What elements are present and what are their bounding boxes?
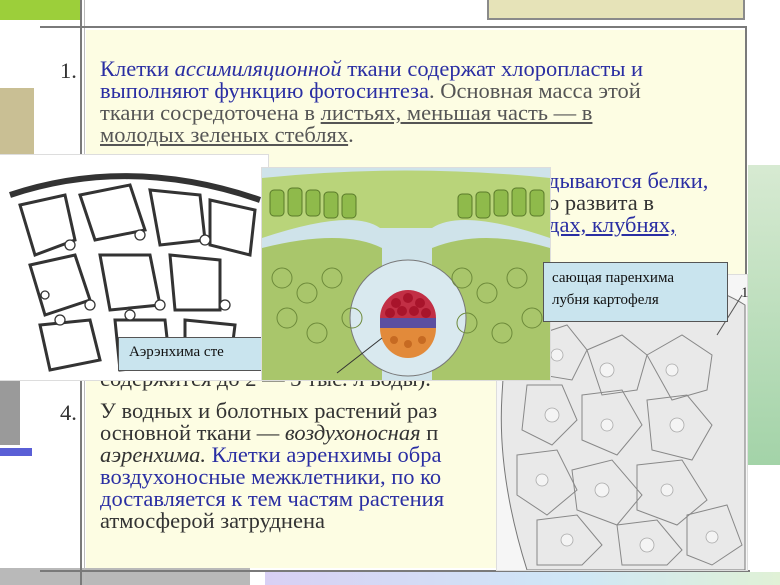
- text-line: доставляется к тем частям растения: [100, 486, 445, 511]
- decor-block-gradient-bottom: [265, 572, 780, 585]
- decor-block-grey-bottom: [0, 568, 250, 585]
- text-span: .: [348, 122, 354, 147]
- text-span: основной ткани —: [100, 420, 285, 445]
- decor-block-right-green: [748, 165, 780, 465]
- text-span: . Основная масса этой: [429, 78, 641, 103]
- text-span: Клетки: [100, 56, 175, 81]
- figure-label: 1: [741, 285, 749, 301]
- italic-term: аэренхима.: [100, 442, 207, 467]
- list-number: 4.: [60, 400, 77, 425]
- leaf-cross-section-figure: [262, 168, 550, 380]
- text-line: атмосферой затруднена: [100, 508, 325, 533]
- aerenchyma-caption: Аэрэнхима сте: [118, 337, 268, 371]
- text-span: ткани содержат хлоропласты и: [341, 56, 644, 81]
- decor-block-tan-left: [0, 88, 34, 158]
- potato-parenchyma-figure: [497, 275, 747, 570]
- decor-block-tan-top: [487, 0, 745, 20]
- italic-term: ассимиляционной: [174, 56, 342, 81]
- text-line: воздухоносные межклетники, по ко: [100, 464, 442, 489]
- storage-parenchyma-caption: сающая паренхима лубня картофеля: [543, 262, 728, 322]
- underlined-text: дах, клубнях,: [548, 212, 676, 237]
- point-2-visible-text: дываются белки, о развита в дах, клубнях…: [548, 168, 748, 237]
- text-line: о развита в: [548, 190, 655, 215]
- frame-line: [40, 570, 750, 572]
- frame-line: [40, 26, 745, 28]
- text-line: У водных и болотных растений раз: [100, 398, 438, 423]
- underlined-text: молодых зеленых стеблях: [100, 122, 349, 147]
- decor-block-green: [0, 0, 82, 20]
- list-number: 1.: [60, 58, 77, 83]
- text-line: дываются белки,: [548, 168, 709, 193]
- point-4-text: У водных и болотных растений раз основно…: [100, 398, 520, 533]
- text-span: ткани сосредоточена в: [100, 100, 321, 125]
- decor-block-blue-left: [0, 448, 32, 456]
- decor-block-grey-left: [0, 370, 20, 445]
- point-1-text: Клетки ассимиляционной ткани содержат хл…: [100, 56, 740, 147]
- italic-term: воздухоносная: [284, 420, 421, 445]
- text-span: п: [420, 420, 439, 445]
- text-span: выполняют функцию фотосинтеза: [100, 78, 429, 103]
- underlined-text: листьях, меньшая часть — в: [320, 100, 593, 125]
- text-span: Клетки аэренхимы обра: [206, 442, 442, 467]
